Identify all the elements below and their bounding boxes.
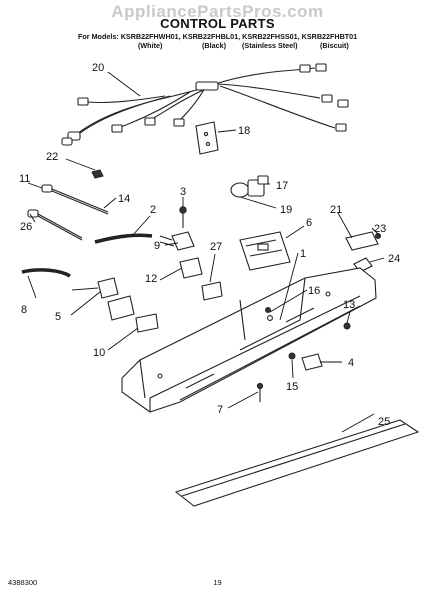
watermark: AppliancePartsPros.com: [111, 2, 324, 21]
callout-21: 21: [330, 204, 342, 216]
callout-16: 16: [308, 285, 320, 297]
label-plates-part: [135, 281, 223, 333]
callout-22: 22: [46, 151, 58, 163]
page-title: CONTROL PARTS: [160, 16, 275, 31]
screw-3-part: [179, 206, 187, 228]
wire-clip-part: [91, 169, 104, 179]
models-line: For Models: KSRB22FHWH01, KSRB22FHBL01, …: [78, 32, 358, 41]
callout-19: 19: [280, 204, 292, 216]
callout-5: 5: [55, 311, 61, 323]
finish-stainless: (Stainless Steel): [242, 41, 298, 50]
control-housing-part: [121, 267, 377, 413]
callout-23: 23: [374, 223, 386, 235]
switch-9-part: [159, 231, 195, 251]
callout-12: 12: [145, 273, 157, 285]
switch-12-part: [107, 257, 203, 321]
finish-biscuit: (Biscuit): [320, 41, 349, 50]
callout-4: 4: [348, 357, 354, 369]
callout-11: 11: [19, 173, 30, 185]
callout-3: 3: [180, 186, 186, 198]
callout-10: 10: [93, 347, 105, 359]
tube-part: [94, 233, 153, 244]
callout-2: 2: [150, 204, 156, 216]
screw-15-16-part: [265, 307, 296, 360]
wire-harness-part: [61, 63, 349, 146]
callout-25: 25: [378, 416, 390, 428]
callout-20: 20: [92, 62, 104, 74]
callout-18: 18: [238, 125, 250, 137]
bracket-4-part: [301, 353, 323, 371]
right-switch-part: [345, 231, 381, 273]
callout-9: 9: [154, 240, 160, 252]
callout-14: 14: [118, 193, 130, 205]
light-socket-part: [230, 175, 269, 198]
callout-13: 13: [343, 299, 355, 311]
callout-1: 1: [300, 248, 306, 260]
switch-5-part: [71, 277, 119, 299]
control-board-part: [239, 231, 291, 271]
callout-24: 24: [388, 253, 400, 265]
mounting-plate-part: [195, 121, 219, 155]
callout-15: 15: [286, 381, 298, 393]
leader-lines: [27, 71, 385, 433]
callout-26: 26: [20, 221, 32, 233]
callout-6: 6: [306, 217, 312, 229]
callout-17: 17: [276, 180, 288, 192]
callout-7: 7: [217, 404, 223, 416]
tube-lower-part: [21, 268, 71, 278]
page-number: 19: [213, 578, 222, 587]
sensor-probes-part: [27, 184, 109, 241]
callout-8: 8: [21, 304, 27, 316]
finish-black: (Black): [202, 41, 226, 50]
screw-7-part: [256, 382, 264, 402]
callout-27: 27: [210, 241, 222, 253]
finish-white: (White): [138, 41, 163, 50]
document-number: 4388300: [8, 578, 38, 587]
front-trim-part: [174, 419, 420, 507]
screw-13-part: [343, 322, 351, 330]
